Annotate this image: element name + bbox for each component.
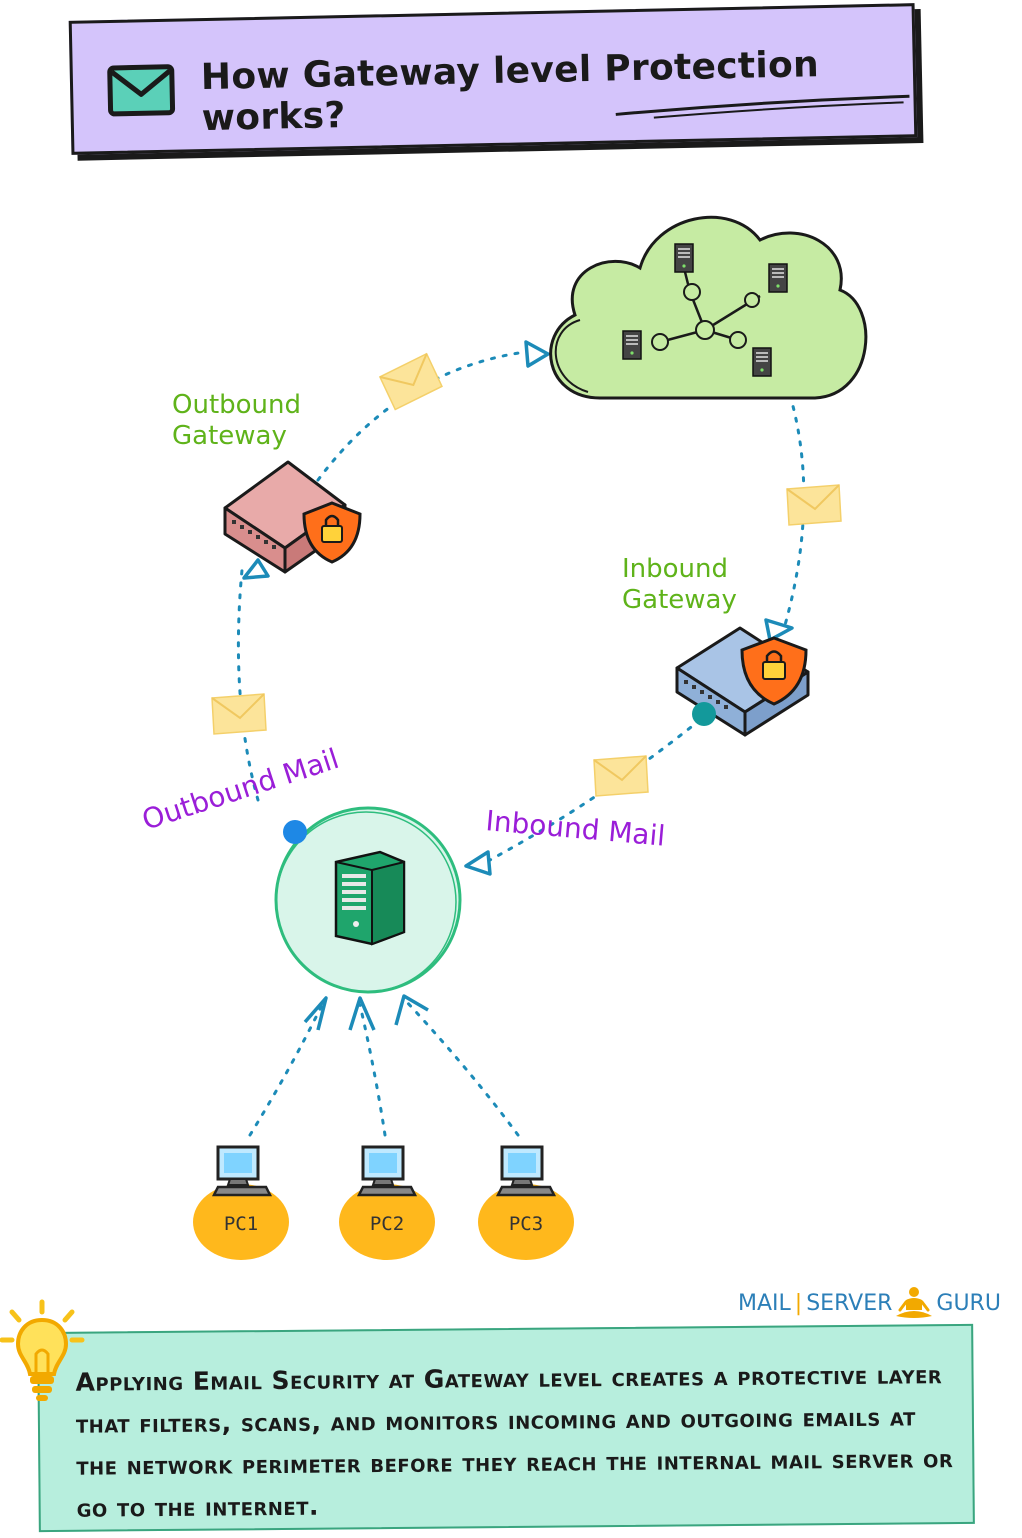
mail-server xyxy=(274,806,462,994)
title-underline xyxy=(615,94,910,119)
arrowhead-outbound xyxy=(242,558,270,580)
inbound-gateway-device xyxy=(675,626,810,737)
brand-logo: MAIL | SERVER GURU xyxy=(738,1286,1001,1320)
meditating-guru-icon xyxy=(896,1287,933,1318)
brand-part-guru: GURU xyxy=(936,1290,1001,1316)
shield-lock-icon xyxy=(302,501,362,564)
arrowhead-pc3 xyxy=(394,994,429,1026)
outbound-gateway-label-line2: Gateway xyxy=(172,421,287,451)
connector-dot xyxy=(283,820,307,844)
arrowhead-pc2 xyxy=(348,996,376,1031)
brand-part-server: SERVER xyxy=(806,1290,893,1316)
note-box: Applying Email Security at Gateway level… xyxy=(37,1323,975,1533)
arrowhead-pc1 xyxy=(303,996,328,1031)
outbound-gateway-label-line1: Outbound xyxy=(172,390,301,420)
brand-part-mail: MAIL xyxy=(738,1290,791,1316)
mail-flow-paths xyxy=(236,350,806,1137)
envelope-icon-1 xyxy=(377,351,445,412)
envelope-icon xyxy=(107,64,176,117)
arrowheads xyxy=(242,340,794,1031)
arrowhead-server xyxy=(464,850,492,876)
gateway-diagram: PC1 PC2 PC3 Outbound Gateway Inbound Gat… xyxy=(138,215,868,1260)
inbound-mail-label: Inbound Mail xyxy=(484,804,666,853)
cloud-server-icon-3 xyxy=(622,330,642,360)
cloud-server-icon-1 xyxy=(674,243,694,273)
path-server-to-outbound xyxy=(236,568,260,802)
pc-label: PC1 xyxy=(224,1213,258,1235)
brand-separator: | xyxy=(794,1290,803,1316)
shield-lock-icon xyxy=(740,636,808,706)
connector-dot xyxy=(692,702,716,726)
internet-cloud xyxy=(549,215,868,400)
title-banner: How Gateway level Protection works? xyxy=(68,3,918,155)
mail-server-icon xyxy=(334,850,406,946)
cloud-server-icon-4 xyxy=(752,347,772,377)
pc-2: PC2 xyxy=(339,1145,435,1260)
envelope-icon-2 xyxy=(786,484,842,526)
outbound-mail-label: Outbound Mail xyxy=(138,742,343,837)
cloud-server-icon-2 xyxy=(768,263,788,293)
pc-1: PC1 xyxy=(193,1145,289,1260)
path-pc1-to-server xyxy=(248,1003,324,1137)
inbound-gateway-label-line1: Inbound xyxy=(622,554,728,584)
computer-icon xyxy=(357,1145,417,1197)
pc-label: PC3 xyxy=(509,1213,543,1235)
arrowhead-cloud xyxy=(524,340,550,368)
pc-label: PC2 xyxy=(370,1213,404,1235)
computer-icon xyxy=(496,1145,556,1197)
outbound-gateway-device xyxy=(223,460,362,574)
note-text: Applying Email Security at Gateway level… xyxy=(75,1360,954,1523)
path-pc3-to-server xyxy=(403,998,520,1137)
path-pc2-to-server xyxy=(358,1003,387,1137)
path-outbound-to-cloud xyxy=(316,350,527,482)
computer-icon xyxy=(212,1145,272,1197)
pc-3: PC3 xyxy=(478,1145,574,1260)
inbound-gateway-label-line2: Gateway xyxy=(622,585,737,615)
envelope-icon-4 xyxy=(593,755,649,797)
envelope-icon-3 xyxy=(211,693,267,735)
lightbulb-icon xyxy=(0,1299,85,1401)
arrowhead-inbound xyxy=(764,618,794,642)
